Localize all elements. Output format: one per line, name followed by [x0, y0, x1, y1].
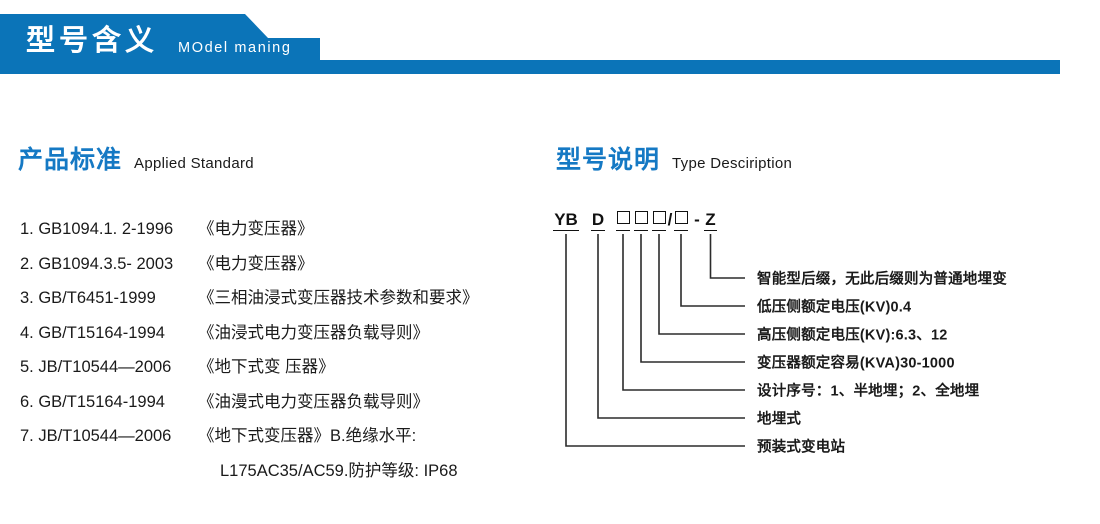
model-code-letter: Z — [705, 210, 716, 229]
model-code-underline — [674, 230, 688, 231]
model-code-separator: / — [667, 210, 673, 229]
standard-code: 6. GB/T15164-1994 — [20, 392, 165, 411]
model-code-underline — [591, 230, 605, 231]
standard-title: 《三相油浸式变压器技术参数和要求》 — [198, 289, 479, 307]
model-code-separator: - — [694, 210, 700, 229]
banner-text-group: 型号含义 MOdel maning — [0, 14, 1060, 74]
standard-title: 《油浸式电力变压器负载导则》 — [198, 323, 429, 342]
standard-item: 4. GB/T15164-1994 《油浸式电力变压器负载导则》 — [20, 316, 550, 351]
callout-leader — [640, 234, 745, 363]
model-code-letter: D — [591, 210, 605, 229]
callout-label: 变压器额定容易(KVA)30-1000 — [757, 355, 955, 372]
callout-label: 地埋式 — [757, 411, 802, 428]
model-code-underline — [652, 230, 666, 231]
standard-title: 《电力变压器》 — [198, 254, 314, 273]
model-code-underline — [634, 230, 648, 231]
standard-code: 7. JB/T10544—2006 — [20, 427, 172, 445]
standard-title: 《电力变压器》 — [198, 220, 314, 238]
banner-subtitle: MOdel maning — [178, 40, 292, 56]
model-code-underline — [553, 230, 579, 231]
callout-leader — [597, 234, 745, 419]
model-code-placeholder-box — [674, 210, 688, 230]
standard-code: 2. GB1094.3.5- 2003 — [20, 254, 174, 273]
callout-label: 高压侧额定电压(KV):6.3、12 — [757, 327, 948, 344]
section-heading-en: Applied Standard — [134, 155, 254, 172]
section-heading-applied-standard: 产品标准 Applied Standard — [18, 140, 254, 176]
placeholder-box-icon — [616, 211, 630, 224]
standard-item: 3. GB/T6451-1999 《三相油浸式变压器技术参数和要求》 — [20, 281, 550, 316]
standard-item: 1. GB1094.1. 2-1996 《电力变压器》 — [20, 212, 550, 247]
model-code-letter: YB — [554, 210, 578, 229]
model-code-placeholder-box — [652, 210, 666, 230]
placeholder-box-icon — [674, 211, 688, 224]
model-code-underline — [616, 230, 630, 231]
section-heading-en: Type Desciription — [672, 155, 793, 172]
banner-title: 型号含义 — [26, 24, 159, 57]
standard-item: 5. JB/T10544—2006 《地下式变 压器》 — [20, 350, 550, 385]
standard-code: 4. GB/T15164-1994 — [20, 323, 165, 342]
standard-item: 7. JB/T10544—2006 《地下式变压器》B.绝缘水平: — [20, 419, 550, 454]
standard-code: 5. JB/T10544—2006 — [20, 358, 172, 376]
standard-code: 3. GB/T6451-1999 — [20, 289, 156, 307]
callout-label: 低压侧额定电压(KV)0.4 — [757, 299, 912, 316]
placeholder-box-icon — [634, 211, 648, 224]
callout-leader — [622, 234, 745, 391]
model-code-underline — [704, 230, 717, 231]
model-code-diagram: YB D / -Z 智能型后缀，无此后缀则为普通地埋变低压侧额定电压(KV)0.4 高压… — [545, 210, 1095, 460]
standards-continuation-line: L175AC35/AC59.防护等级: IP68 — [220, 461, 458, 480]
section-heading-cn: 型号说明 — [556, 146, 661, 174]
standard-title: 《地下式变压器》B.绝缘水平: — [198, 427, 417, 445]
section-heading-cn: 产品标准 — [18, 146, 123, 174]
standard-title: 《油漫式电力变压器负载导则》 — [198, 392, 429, 411]
banner-shape — [0, 14, 1060, 74]
standard-item: 2. GB1094.3.5- 2003 《电力变压器》 — [20, 247, 550, 282]
callout-leader — [680, 234, 745, 307]
section-heading-type-description: 型号说明 Type Desciription — [556, 140, 792, 176]
model-code-placeholder-box — [634, 210, 648, 230]
callout-label: 智能型后缀，无此后缀则为普通地埋变 — [757, 271, 1007, 288]
model-code-placeholder-box — [616, 210, 630, 230]
applied-standards-list: 1. GB1094.1. 2-1996《电力变压器》2. GB1094.3.5-… — [20, 212, 550, 488]
standard-item: 6. GB/T15164-1994 《油漫式电力变压器负载导则》 — [20, 385, 550, 420]
standard-code: 1. GB1094.1. 2-1996 — [20, 220, 174, 238]
callout-leader-lines — [565, 234, 745, 447]
callout-label: 预装式变电站 — [757, 439, 846, 456]
callout-label: 设计序号：1、半地埋；2、全地埋 — [757, 383, 980, 400]
callout-leader — [658, 234, 745, 335]
callout-leader — [709, 234, 745, 279]
callout-leader — [565, 234, 745, 447]
header-banner — [0, 14, 1060, 74]
standard-title: 《地下式变 压器》 — [198, 358, 335, 376]
placeholder-box-icon — [652, 211, 666, 224]
callout-labels: 智能型后缀，无此后缀则为普通地埋变低压侧额定电压(KV)0.4 高压侧额定电压(K… — [545, 210, 1095, 460]
